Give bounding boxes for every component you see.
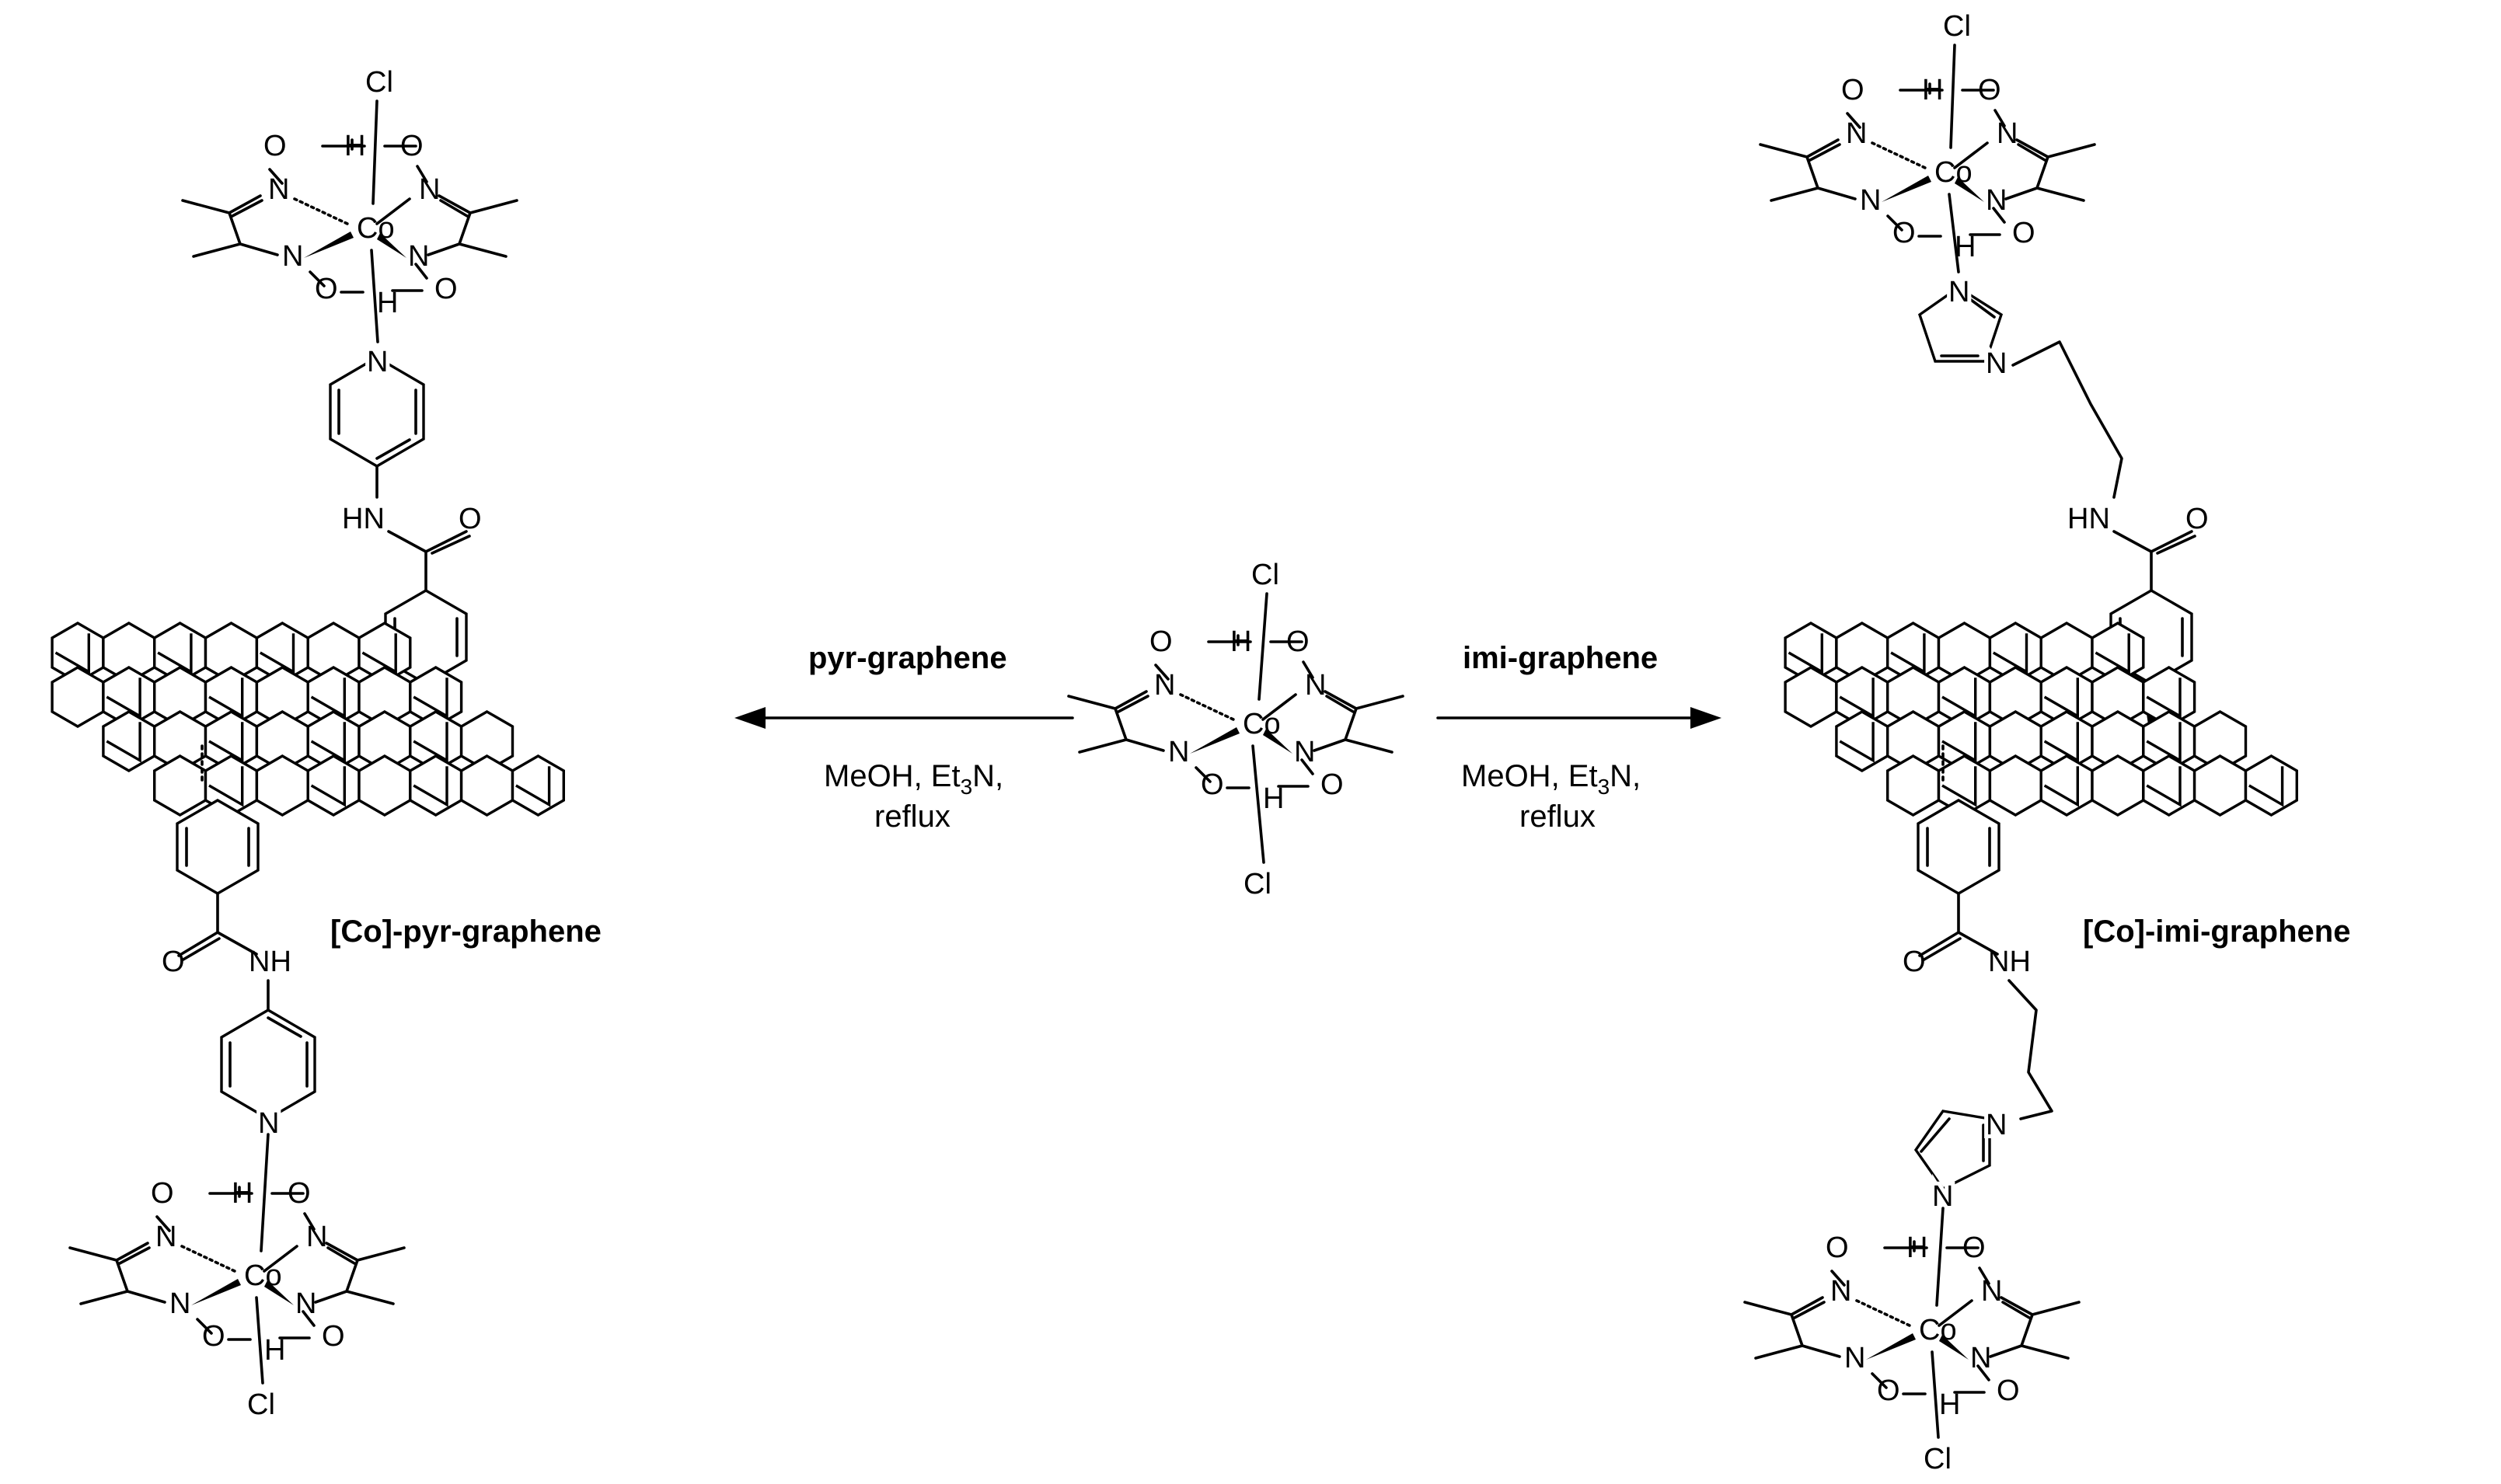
graphene-double-bond (1839, 722, 1875, 763)
graphene-double-bond (2146, 766, 2182, 807)
graphene-double-bond (413, 766, 448, 807)
graphene-double-bond (1941, 766, 1977, 807)
graphene-double-bond (310, 678, 346, 719)
graphene-ring (255, 754, 309, 817)
svg-text:N: N (1932, 1180, 1953, 1213)
svg-text:Cl: Cl (1924, 1443, 1952, 1475)
svg-text:NH: NH (249, 946, 291, 978)
arrow-right (1436, 707, 1721, 729)
starting-cobaloxime: Cl Cl (1067, 559, 1404, 901)
pyridine-ring-bottom: N (220, 1008, 316, 1144)
svg-text:O: O (162, 946, 185, 978)
graphene-ring (2091, 754, 2145, 817)
conditions-right-line1: MeOH, Et3N, (1461, 759, 1641, 799)
reagent-imi-graphene: imi-graphene (1463, 641, 1658, 675)
conditions-left-line2: reflux (874, 799, 951, 834)
graphene-ring (511, 754, 565, 817)
graphene-double-bond (2043, 766, 2080, 807)
svg-text:NH: NH (1988, 946, 2031, 978)
graphene-double-bond (106, 678, 141, 719)
conditions-right-line2: reflux (1519, 799, 1596, 834)
graphene-double-bond (310, 766, 346, 807)
graphene-sheet-left (51, 622, 565, 817)
graphene-ring (306, 754, 361, 817)
graphene-ring (2142, 754, 2196, 817)
svg-text:Cl: Cl (1943, 10, 1971, 43)
graphene-double-bond (208, 722, 244, 763)
graphene-double-bond (2043, 722, 2080, 763)
graphene-double-bond (1941, 722, 1977, 763)
svg-text:N: N (1986, 1109, 2007, 1141)
graphene-double-bond (208, 678, 244, 719)
graphene-double-bond (2146, 678, 2182, 719)
graphene-ring (51, 666, 105, 728)
graphene-double-bond (2043, 678, 2080, 719)
svg-text:HN: HN (2067, 503, 2110, 535)
graphene-double-bond (361, 633, 397, 674)
graphene-sheet-right (1784, 622, 2299, 817)
graphene-double-bond (1941, 678, 1977, 719)
product-imi-graphene: Cl N N HN O O NH N N (1743, 10, 2350, 1475)
reagent-pyr-graphene: pyr-graphene (808, 641, 1007, 675)
graphene-ring (1784, 666, 1838, 728)
graphene-double-bond (2248, 766, 2284, 807)
graphene-ring (409, 754, 463, 817)
graphene-double-bond (54, 633, 91, 674)
product-pyr-graphene: Cl N HN O O NH N (51, 66, 602, 1421)
axial-cl-top: Cl (1251, 559, 1279, 591)
pyridine-ring-top: N (329, 342, 425, 468)
svg-text:Cl: Cl (365, 66, 393, 99)
graphene-double-bond (1788, 633, 1824, 674)
graphene-double-bond (413, 678, 448, 719)
svg-text:Cl: Cl (247, 1388, 275, 1421)
axial-cl-bottom: Cl (1244, 868, 1271, 901)
graphene-ring (1835, 710, 1889, 772)
svg-text:HN: HN (342, 503, 385, 535)
graphene-ring (358, 754, 412, 817)
graphene-double-bond (2095, 633, 2130, 674)
svg-text:N: N (1986, 347, 2007, 380)
graphene-double-bond (2146, 722, 2182, 763)
graphene-ring (2192, 754, 2248, 817)
graphene-ring (459, 754, 515, 817)
graphene-ring (152, 754, 208, 817)
svg-text:O: O (1903, 946, 1926, 978)
product-label-imi: [Co]-imi-graphene (2083, 914, 2350, 949)
graphene-double-bond (208, 766, 244, 807)
svg-text:N: N (1948, 276, 1969, 308)
imidazole-ring-bottom: N N (1913, 1105, 2011, 1217)
graphene-ring (1988, 754, 2042, 817)
graphene-ring (1885, 754, 1941, 817)
svg-text:N: N (258, 1107, 279, 1140)
svg-text:O: O (2185, 503, 2209, 535)
product-label-pyr: [Co]-pyr-graphene (330, 914, 602, 949)
graphene-double-bond (106, 722, 141, 763)
svg-text:O: O (459, 503, 482, 535)
graphene-double-bond (310, 722, 346, 763)
svg-text:N: N (367, 346, 388, 378)
arrow-left (734, 707, 1074, 729)
graphene-double-bond (515, 766, 551, 807)
graphene-double-bond (157, 633, 193, 674)
graphene-double-bond (413, 722, 448, 763)
graphene-double-bond (1992, 633, 2028, 674)
imidazole-ring-top: N N (1917, 272, 2011, 384)
graphene-ring (2244, 754, 2299, 817)
graphene-ring (2039, 754, 2094, 817)
conditions-left-line1: MeOH, Et3N, (824, 759, 1003, 799)
graphene-double-bond (1839, 678, 1875, 719)
graphene-double-bond (1890, 633, 1926, 674)
graphene-double-bond (259, 633, 295, 674)
graphene-ring (102, 710, 156, 772)
